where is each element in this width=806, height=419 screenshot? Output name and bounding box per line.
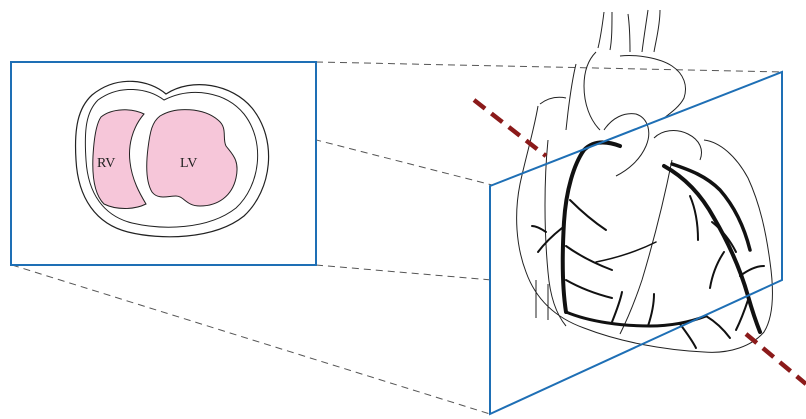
section-inset: RV LV: [11, 62, 316, 265]
right-ventricle-label: RV: [97, 156, 115, 171]
apical-branch: [736, 300, 748, 330]
projection-line-bottom-right: [316, 265, 492, 280]
posterior-branch-2: [648, 294, 654, 326]
projection-line-bottom-left: [12, 265, 490, 414]
section-plane: [490, 72, 782, 414]
diagonal-branch-3: [710, 252, 724, 288]
projection-line-top-right: [316, 62, 782, 72]
circumflex-artery: [672, 164, 750, 250]
coronary-vessels: [532, 143, 764, 348]
left-ventricle-label: LV: [180, 156, 197, 171]
aortic-branch-left: [598, 12, 604, 48]
posterior-branch-1: [612, 292, 622, 322]
right-coronary-artery: [563, 143, 620, 312]
aortic-branch-right-outer: [654, 10, 660, 52]
aortic-branch-middle: [628, 14, 630, 52]
posterior-branch-4: [706, 316, 730, 338]
diagonal-branch-1: [690, 196, 698, 240]
septal-branch: [596, 242, 656, 262]
diagonal-branch-4: [740, 266, 764, 276]
aortic-branch-right: [642, 10, 648, 52]
right-marginal-branch-2: [566, 246, 612, 270]
cut-line-lower: [746, 334, 806, 384]
heart-outline: [517, 106, 773, 352]
right-branch-small-2: [532, 226, 546, 232]
right-marginal-branch-3: [566, 280, 612, 298]
aortic-branch-left-inner: [610, 12, 612, 50]
left-atrium: [654, 131, 702, 160]
superior-vena-cava: [566, 64, 576, 130]
cut-line-upper: [474, 100, 546, 156]
right-marginal-branch-1: [570, 200, 606, 230]
cut-line: [474, 100, 806, 384]
section-plane-frame: [490, 72, 782, 414]
right-atrium-edge: [540, 97, 566, 104]
aortic-arch: [584, 52, 686, 130]
posterior-branch-3: [680, 324, 696, 348]
right-branch-small-1: [538, 228, 562, 252]
